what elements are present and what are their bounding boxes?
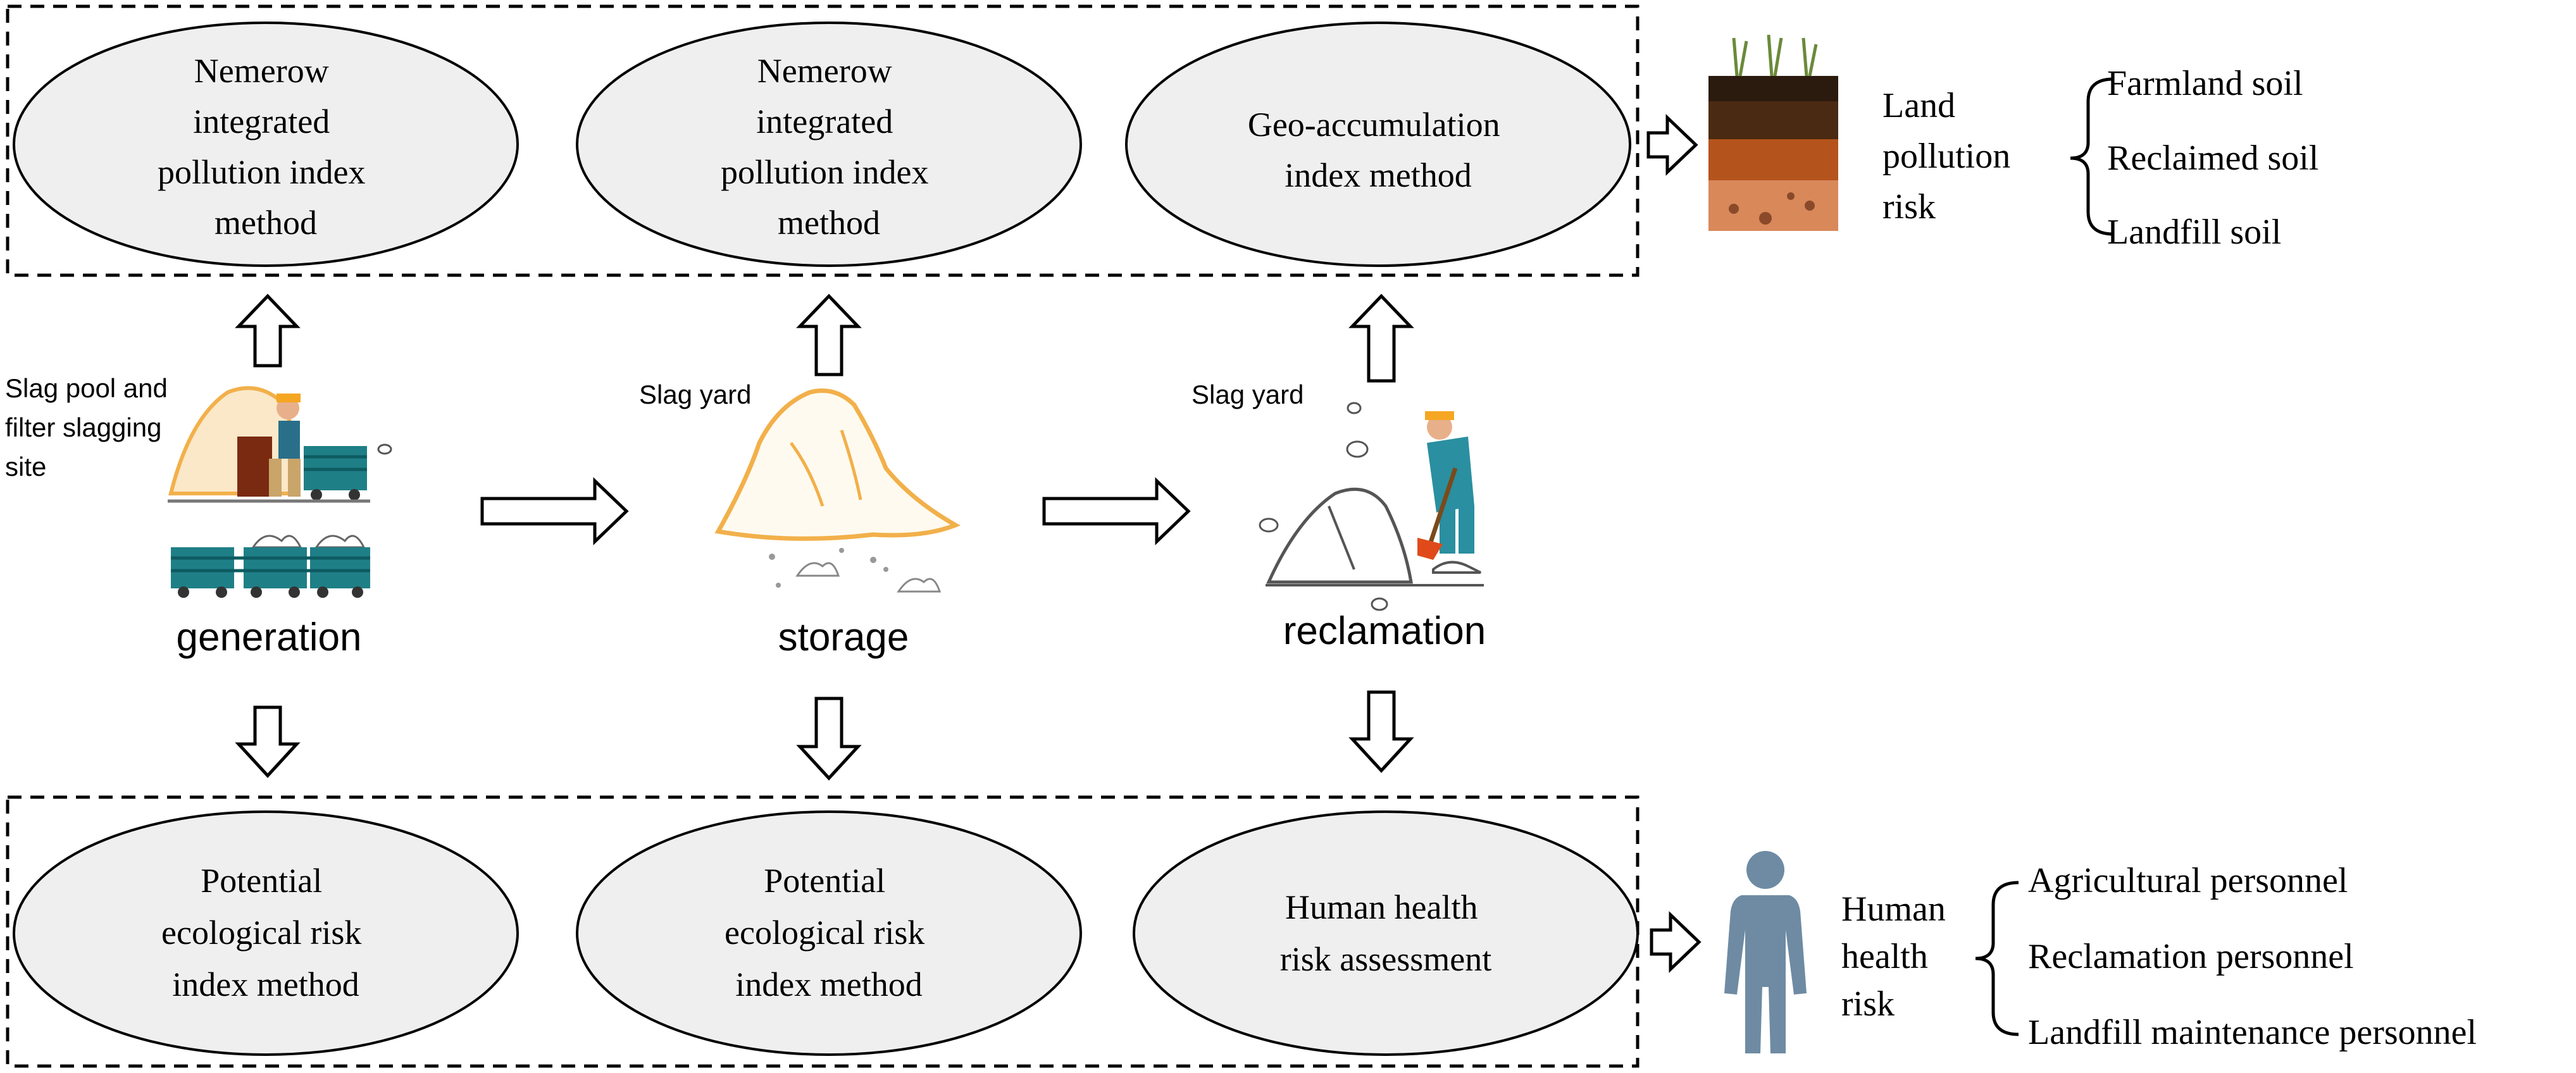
land-risk-brace (2070, 77, 2114, 236)
svg-text:Nemerow integrated: Nemerow integrated pollution index metho… (721, 52, 937, 242)
down-arrow-generation (235, 705, 301, 778)
site-label-generation: Slag pool and filter slagging site (5, 373, 175, 481)
flow-arrow-storage-to-reclamation (1042, 477, 1191, 545)
svg-text:Potential ecological ris: Potential ecological risk index method (161, 862, 370, 1003)
mine-worker-cart-icon (168, 386, 392, 598)
top-methods-box (6, 4, 1640, 277)
human-risk-item-agricultural: Agricultural personnel (2028, 861, 2348, 900)
flow-arrow-generation-to-storage (480, 477, 629, 545)
slag-pile-icon (714, 388, 961, 593)
svg-text:Human health risk assess: Human health risk assessment (1280, 888, 1491, 978)
bottom-method-2: Potential ecological risk index method (576, 810, 1082, 1056)
top-method-3: Geo-accumulation index method (1125, 22, 1631, 267)
svg-text:Geo-accumulation index m: Geo-accumulation index method (1248, 106, 1509, 194)
worker-shovel-rocks-icon (1259, 402, 1484, 611)
human-risk-item-reclamation: Reclamation personnel (2028, 937, 2354, 976)
human-figure-icon (1724, 851, 1807, 1053)
stage-label-storage: storage (778, 616, 909, 659)
up-arrow-generation (235, 294, 301, 368)
land-risk-item-landfill: Landfill soil (2107, 213, 2281, 252)
soil-profile-icon (1708, 34, 1838, 231)
down-arrow-reclamation (1348, 690, 1414, 773)
arrow-to-human-risk (1650, 911, 1702, 973)
human-risk-label: Human health risk (1841, 890, 1955, 1024)
bottom-method-1: Potential ecological risk index method (13, 810, 519, 1056)
human-risk-item-landfill: Landfill maintenance personnel (2028, 1013, 2477, 1052)
top-method-2: Nemerow integrated pollution index metho… (576, 22, 1082, 267)
svg-text:Potential ecological ris: Potential ecological risk index method (725, 862, 933, 1003)
human-risk-brace (1975, 881, 2019, 1036)
site-label-reclamation: Slag yard (1192, 380, 1304, 409)
land-risk-item-farmland: Farmland soil (2107, 64, 2303, 103)
arrow-to-land-risk (1646, 114, 1698, 176)
up-arrow-storage (796, 294, 862, 376)
stage-label-generation: generation (176, 616, 361, 659)
land-risk-label: Land pollution risk (1882, 86, 2019, 226)
bottom-method-3: Human health risk assessment (1133, 810, 1639, 1056)
stage-label-reclamation: reclamation (1283, 609, 1486, 653)
land-risk-item-reclaimed: Reclaimed soil (2107, 139, 2318, 178)
site-label-storage: Slag yard (639, 380, 751, 409)
top-method-1: Nemerow integrated pollution index metho… (13, 22, 519, 267)
down-arrow-storage (796, 697, 862, 781)
up-arrow-reclamation (1348, 294, 1414, 383)
svg-text:Nemerow integrated: Nemerow integrated pollution index metho… (158, 52, 374, 242)
